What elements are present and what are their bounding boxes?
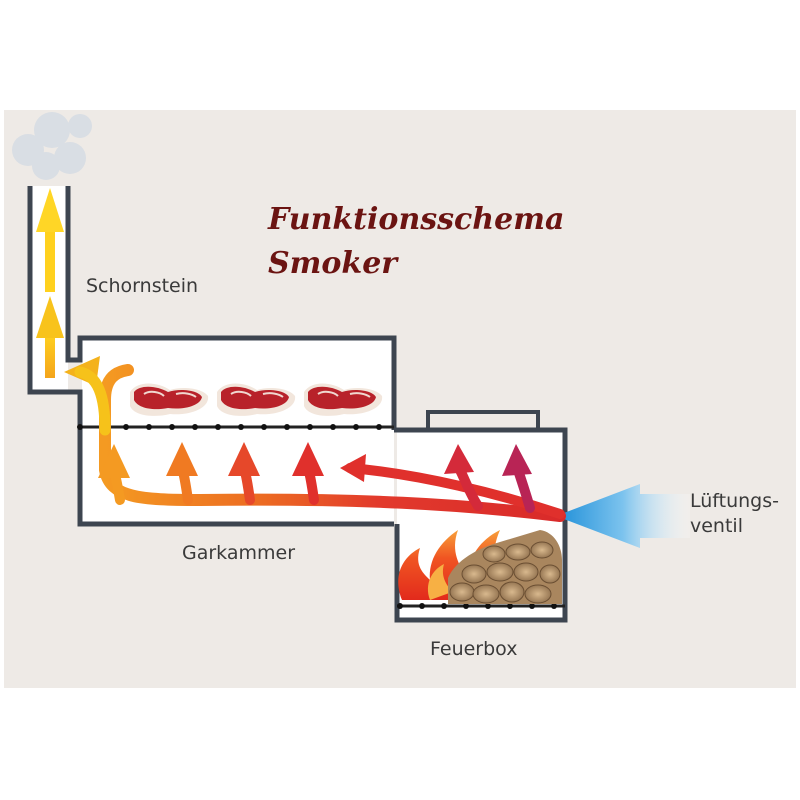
label-cooking-chamber: Garkammer — [182, 542, 296, 564]
label-firebox: Feuerbox — [430, 638, 518, 660]
title-line-1: Funktionsschema — [268, 202, 565, 237]
smoker-walls — [27, 186, 568, 623]
arrow-up-icon — [36, 188, 64, 378]
title-line-2: Smoker — [268, 246, 398, 281]
fire-grate — [397, 603, 565, 609]
fresh-air-arrow — [556, 484, 690, 548]
heat-flow-arrows — [64, 356, 566, 522]
diagram-title: Funktionsschema Smoker — [268, 198, 564, 286]
meat-icon — [130, 383, 383, 416]
label-vent: Lüftungs- ventil — [690, 489, 779, 539]
label-vent-line-2: ventil — [690, 515, 743, 537]
label-vent-line-1: Lüftungs- — [690, 490, 779, 512]
wood-pile-icon — [448, 530, 562, 604]
label-chimney: Schornstein — [86, 275, 199, 297]
smoke-cloud-icon — [12, 112, 92, 180]
